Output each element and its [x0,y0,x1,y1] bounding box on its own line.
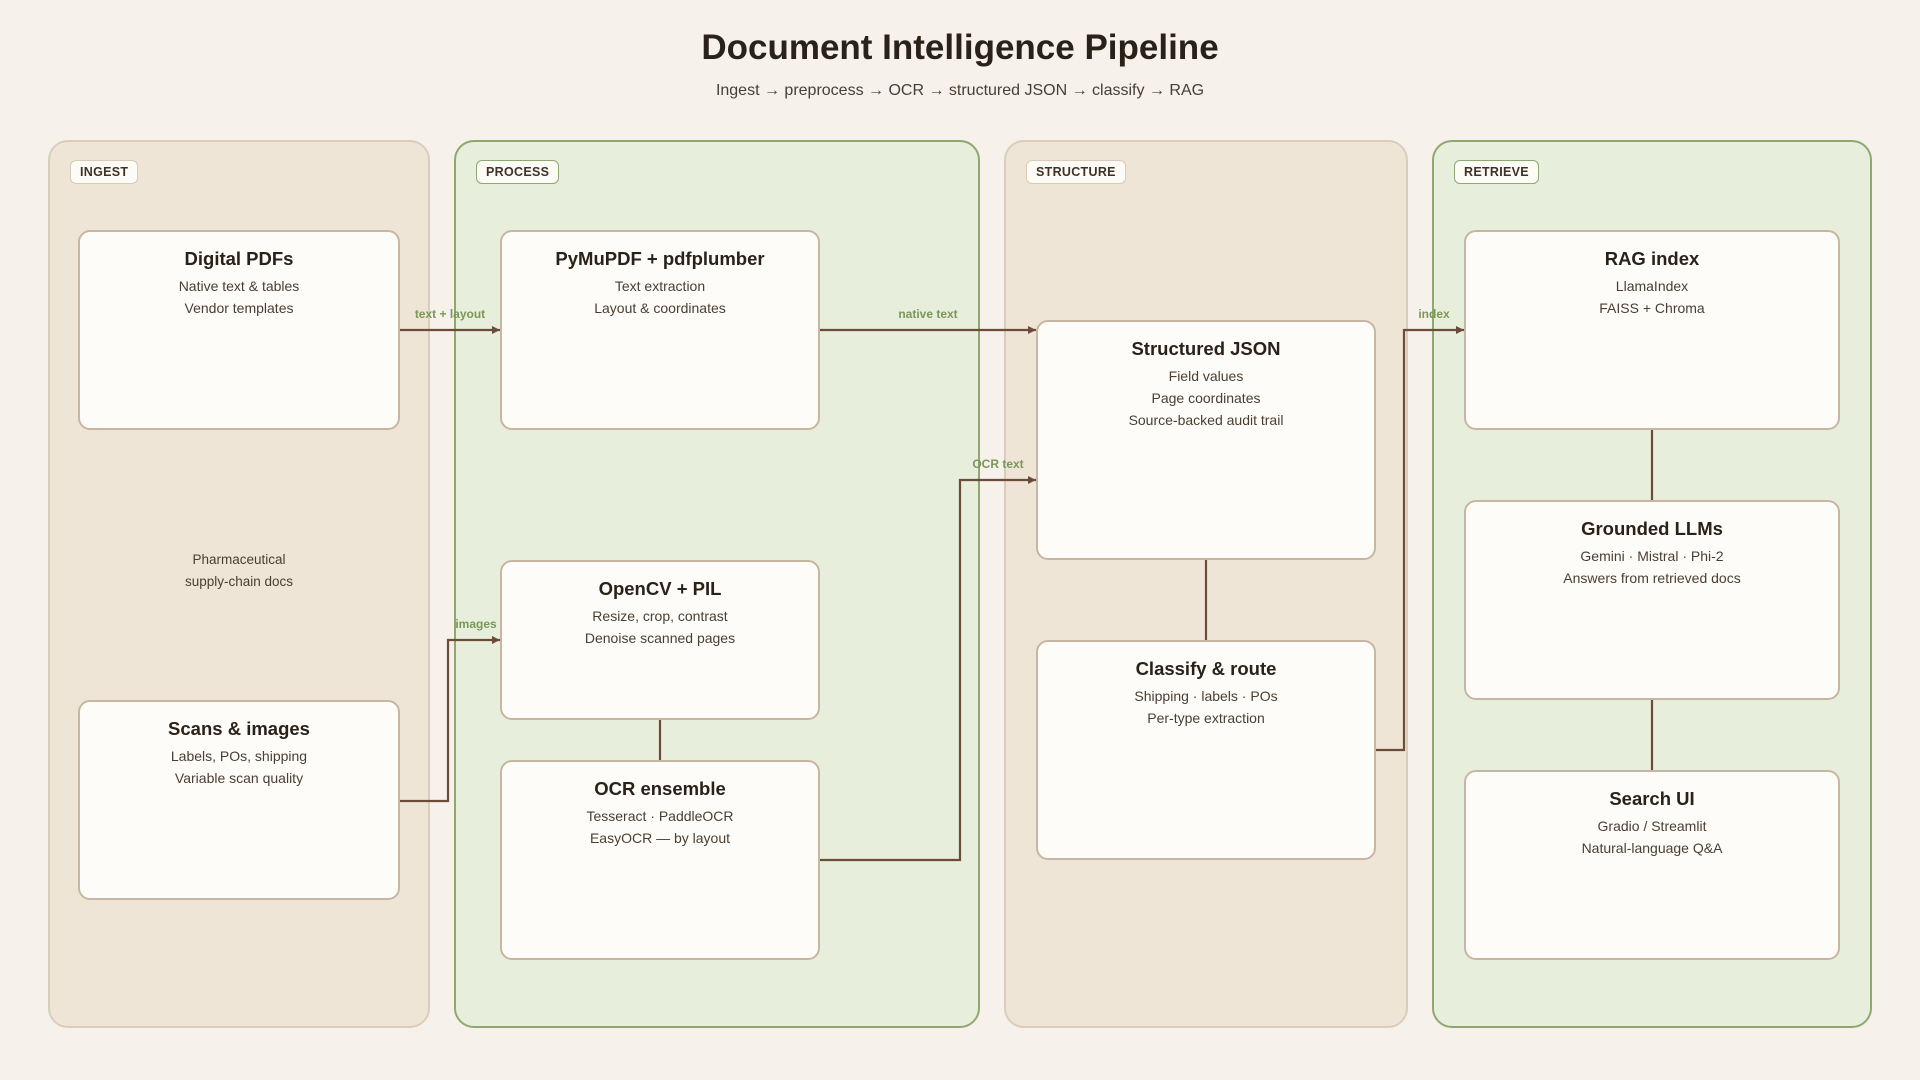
node-detail: Source-backed audit trail [1128,412,1284,428]
node-detail: Layout & coordinates [594,300,726,316]
node-detail: Answers from retrieved docs [1563,570,1741,586]
node-search-ui[interactable]: Search UI Gradio / Streamlit Natural-lan… [1464,770,1840,960]
edge-label-native-text: native text [898,307,957,321]
node-detail: EasyOCR — by layout [589,830,731,846]
node-title: Classify & route [1135,658,1277,679]
lane-label-structure: STRUCTURE [1026,160,1126,184]
node-detail: FAISS + Chroma [1599,300,1705,316]
node-detail: Natural-language Q&A [1581,840,1723,856]
node-title: RAG index [1604,248,1700,269]
node-detail: Vendor templates [184,300,294,316]
note-line: Pharmaceutical [192,552,286,567]
node-digital-pdfs[interactable]: Digital PDFs Native text & tables Vendor… [78,230,400,430]
node-detail: Tesseract · PaddleOCR [586,808,734,824]
node-grounded-llms[interactable]: Grounded LLMs Gemini · Mistral · Phi-2 A… [1464,500,1840,700]
node-detail: Denoise scanned pages [584,630,736,646]
node-detail: Gradio / Streamlit [1597,818,1707,834]
edge-label-index: index [1418,307,1450,321]
node-detail: Field values [1168,368,1244,384]
node-title: OpenCV + PIL [598,578,722,599]
node-title: Digital PDFs [184,248,294,269]
node-detail: Labels, POs, shipping [170,748,308,764]
node-detail: Variable scan quality [174,770,304,786]
edge-label-text-layout: text + layout [415,307,485,321]
node-detail: Per-type extraction [1147,710,1265,726]
note-line: supply-chain docs [184,574,294,589]
node-title: PyMuPDF + pdfplumber [555,248,765,269]
edge-classify-to-rag [1375,326,1464,752]
node-title: Grounded LLMs [1581,518,1723,539]
page-subtitle: Ingest → preprocess → OCR → structured J… [715,82,1205,99]
lane-label-process: PROCESS [476,160,560,184]
lane-label-retrieve: RETRIEVE [1454,160,1539,184]
node-opencv[interactable]: OpenCV + PIL Resize, crop, contrast Deno… [500,560,820,720]
node-pymupdf[interactable]: PyMuPDF + pdfplumber Text extraction Lay… [500,230,820,430]
edge-scans-to-opencv [399,636,500,803]
node-detail: Text extraction [614,278,706,294]
node-ocr-ensemble[interactable]: OCR ensemble Tesseract · PaddleOCR EasyO… [500,760,820,960]
node-title: Search UI [1609,788,1695,809]
node-detail: LlamaIndex [1615,278,1689,294]
node-structured-json[interactable]: Structured JSON Field values Page coordi… [1036,320,1376,560]
node-scans-images[interactable]: Scans & images Labels, POs, shipping Var… [78,700,400,900]
page-title: Document Intelligence Pipeline [701,28,1219,67]
node-title: Structured JSON [1131,338,1281,359]
node-detail: Shipping · labels · POs [1134,688,1278,704]
edge-label-images: images [455,617,497,631]
node-detail: Gemini · Mistral · Phi-2 [1580,548,1724,564]
node-title: Scans & images [168,718,310,739]
node-classify-route[interactable]: Classify & route Shipping · labels · POs… [1036,640,1376,860]
ingest-note: Pharmaceutical supply-chain docs [78,549,400,593]
node-detail: Resize, crop, contrast [592,608,728,624]
lane-label-ingest: INGEST [70,160,139,184]
edge-label-ocr-text: OCR text [972,457,1023,471]
edge-ocr-to-json [819,476,1036,862]
node-rag-index[interactable]: RAG index LlamaIndex FAISS + Chroma [1464,230,1840,430]
node-title: OCR ensemble [594,778,726,799]
node-detail: Page coordinates [1151,390,1261,406]
node-detail: Native text & tables [178,278,300,294]
